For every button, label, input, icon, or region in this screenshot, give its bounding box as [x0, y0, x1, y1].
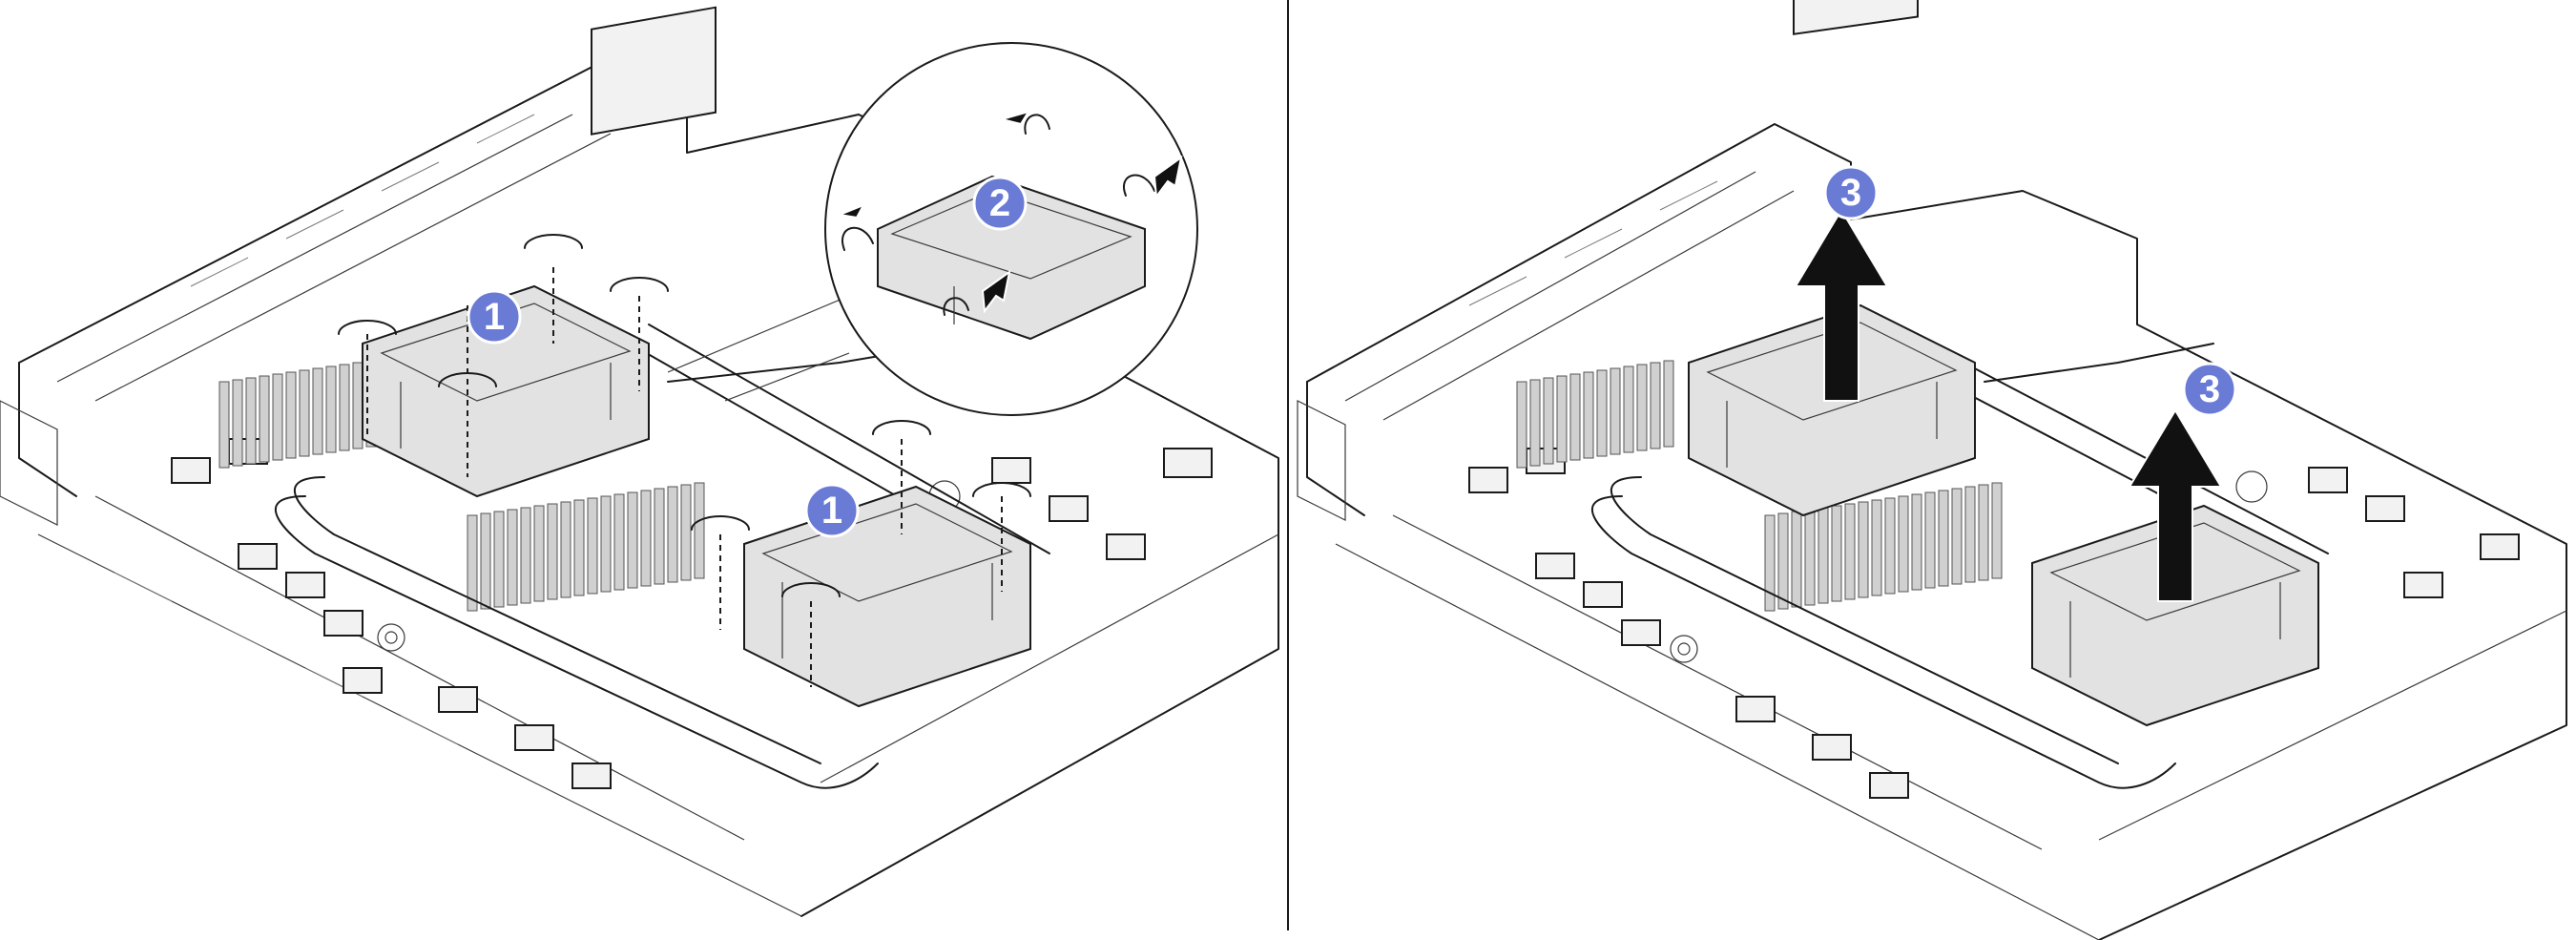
rotating-arrow-icon: [872, 420, 931, 435]
step-badge-3a: 3: [1823, 165, 1879, 220]
processor-module-right-2: [2031, 504, 2319, 727]
server-chassis-right: [1297, 0, 2567, 940]
up-arrow-icon: [1794, 208, 1889, 402]
up-arrow-icon: [2128, 408, 2223, 602]
anti-tilt-wire-bail: [1024, 114, 1050, 135]
right-panel-lift-module: 3 3: [1297, 0, 2567, 940]
step-badge-1b: 1: [804, 483, 860, 538]
step-number: 3: [1840, 172, 1861, 214]
anti-tilt-wire-bail: [841, 226, 874, 251]
left-panel-loosen-and-release: 1 1 2: [0, 6, 1279, 917]
push-arrow-icon: [998, 110, 1031, 126]
anti-tilt-wire-bail: [1123, 174, 1155, 197]
push-arrow-icon: [836, 203, 866, 219]
step-badge-2: 2: [972, 176, 1028, 231]
motherboard-connectors-right: [1468, 448, 2520, 799]
callout-processor-module: [841, 114, 1155, 341]
processor-module-right-1: [1688, 303, 1976, 517]
torx-nuts-module-1: [338, 234, 669, 477]
step-number: 2: [989, 182, 1010, 224]
rotating-arrow-icon: [338, 320, 397, 335]
torx-nuts-module-2: [691, 420, 1031, 687]
step-number: 1: [484, 296, 505, 338]
rotating-arrow-icon: [610, 277, 669, 292]
motherboard-connectors-left: [171, 438, 1213, 789]
push-arrow-icon: [981, 269, 1011, 314]
step-number: 1: [821, 490, 842, 532]
liquid-cooling-loop-left: [274, 324, 1050, 789]
step-badge-1a: 1: [467, 289, 522, 345]
rotating-arrow-icon: [691, 515, 750, 531]
step-number: 3: [2199, 368, 2220, 410]
anti-tilt-wire-bail: [943, 297, 969, 316]
rotating-arrow-icon: [972, 482, 1031, 497]
rotating-arrow-icon: [781, 582, 841, 597]
server-chassis-left: [0, 6, 1279, 917]
rotating-arrow-icon: [524, 234, 583, 249]
dimm-bank-left-middle: [467, 482, 705, 612]
step-badge-3b: 3: [2182, 362, 2237, 417]
dimm-bank-right-upper: [1516, 360, 1674, 469]
callout-zoom: [667, 42, 1198, 416]
push-arrow-icon: [1153, 155, 1183, 199]
dimm-bank-right-middle: [1764, 482, 2003, 612]
rotating-arrow-icon: [438, 372, 497, 387]
processor-module-left-2: [743, 485, 1031, 708]
